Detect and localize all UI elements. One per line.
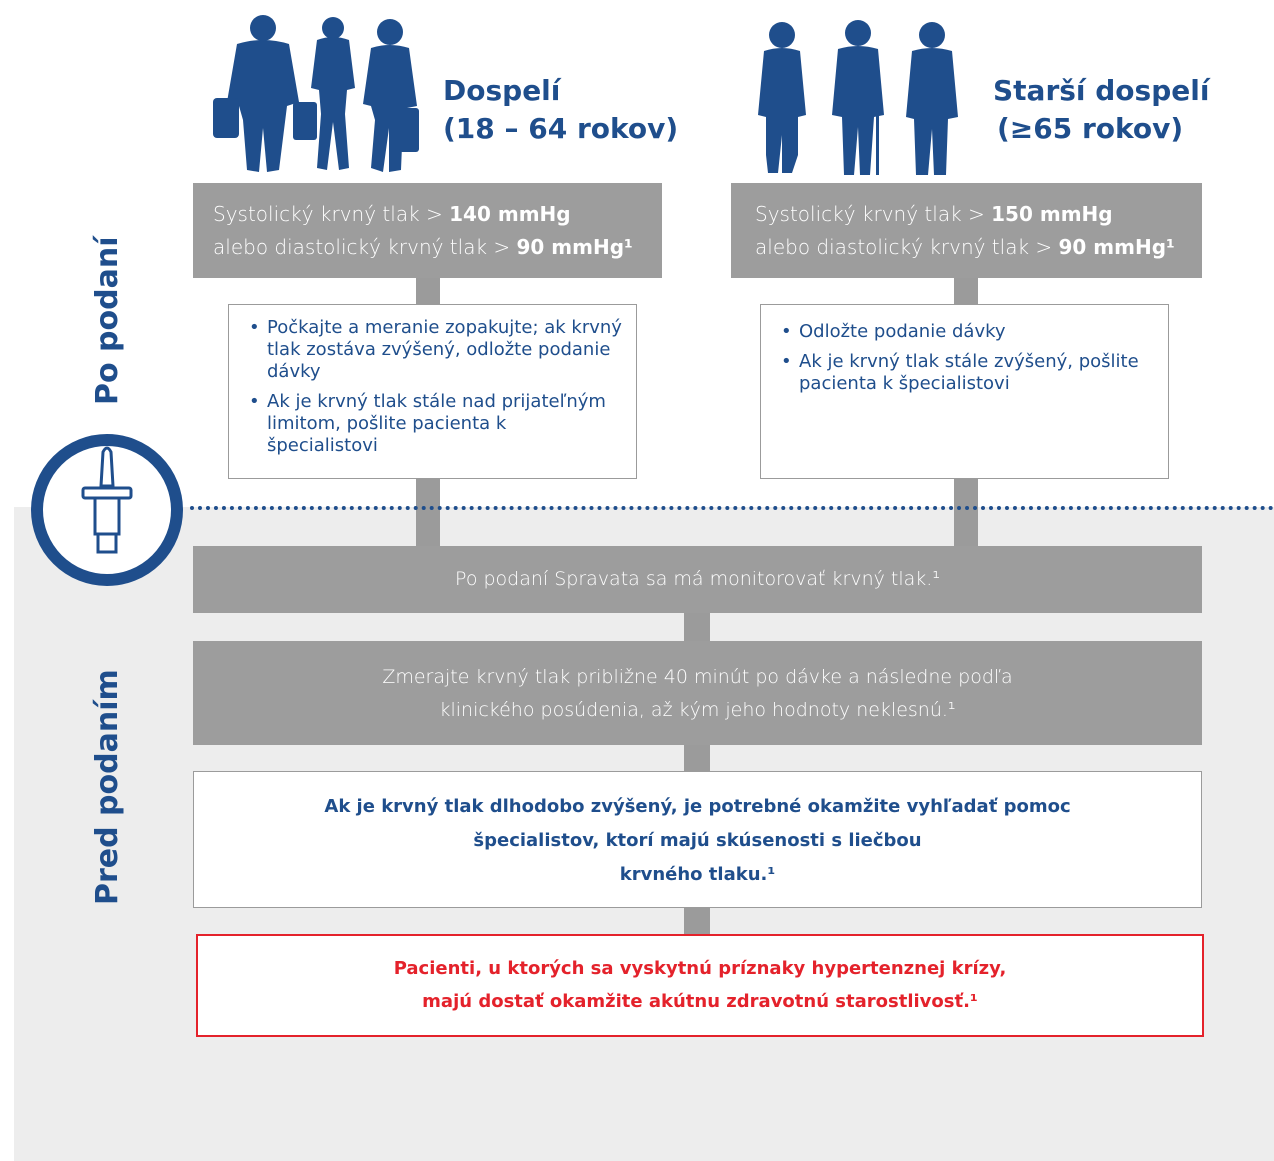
specialist-text-line1: Ak je krvný tlak dlhodobo zvýšený, je po… xyxy=(324,796,1071,817)
specialist-text-line3: krvného tlaku.¹ xyxy=(619,864,776,885)
people-adults-icon xyxy=(213,15,419,172)
threshold-elderly-diastolic-value: 90 mmHg¹ xyxy=(1058,235,1175,259)
connector-mid-2 xyxy=(684,744,710,772)
group-title-elderly: Starší dospelí (≥65 rokov) xyxy=(993,72,1253,148)
side-label-before: Pred podaním xyxy=(90,669,125,905)
side-label-after: Po podaní xyxy=(90,236,125,406)
threshold-elderly-line1-prefix: Systolický krvný tlak > xyxy=(755,202,992,226)
threshold-adults-systolic-value: 140 mmHg xyxy=(449,202,571,226)
measure-text: Zmerajte krvný tlak približne 40 minút p… xyxy=(382,666,1013,721)
threshold-elderly-line2-prefix: alebo diastolický krvný tlak > xyxy=(755,235,1059,259)
threshold-adults-line1-prefix: Systolický krvný tlak > xyxy=(213,202,450,226)
threshold-elderly-systolic-value: 150 mmHg xyxy=(991,202,1113,226)
list-item: •Ak je krvný tlak stále nad prijateľným … xyxy=(249,391,606,456)
action-box-adults: •Počkajte a meranie zopakujte; ak krvný … xyxy=(228,304,637,479)
threshold-box-elderly: Systolický krvný tlak > 150 mmHg alebo d… xyxy=(731,183,1202,278)
group-title-adults-line1: Dospelí xyxy=(443,74,561,107)
specialist-box: Ak je krvný tlak dlhodobo zvýšený, je po… xyxy=(193,771,1202,908)
group-title-adults-line2: (18 – 64 rokov) xyxy=(443,112,679,145)
group-title-elderly-line1: Starší dospelí xyxy=(993,74,1210,107)
people-elderly-icon xyxy=(758,20,958,175)
threshold-box-adults: Systolický krvný tlak > 140 mmHg alebo d… xyxy=(193,183,662,278)
monitor-box: Po podaní Spravata sa má monitorovať krv… xyxy=(193,546,1202,613)
monitor-text: Po podaní Spravata sa má monitorovať krv… xyxy=(455,568,940,590)
connector-mid-1 xyxy=(684,612,710,642)
crisis-text-line2: majú dostať okamžite akútnu zdravotnú st… xyxy=(422,991,978,1012)
threshold-adults-line2-prefix: alebo diastolický krvný tlak > xyxy=(213,235,517,259)
nasal-device-icon xyxy=(31,434,183,586)
connector-mid-3 xyxy=(684,907,710,935)
action-box-elderly: •Odložte podanie dávky •Ak je krvný tlak… xyxy=(760,304,1169,479)
crisis-text-line1: Pacienti, u ktorých sa vyskytnú príznaky… xyxy=(393,958,1007,979)
group-title-adults: Dospelí (18 – 64 rokov) xyxy=(443,72,703,148)
list-item: •Ak je krvný tlak stále zvýšený, pošlite… xyxy=(781,351,1139,394)
specialist-text-line2: špecialistov, ktorí majú skúsenosti s li… xyxy=(473,830,922,851)
measure-box: Zmerajte krvný tlak približne 40 minút p… xyxy=(193,641,1202,745)
dotted-separator xyxy=(190,506,1274,510)
action-list-adults: •Počkajte a meranie zopakujte; ak krvný … xyxy=(229,317,622,457)
action-list-elderly: •Odložte podanie dávky •Ak je krvný tlak… xyxy=(761,321,1154,395)
list-item: •Odložte podanie dávky xyxy=(781,321,1006,342)
crisis-box: Pacienti, u ktorých sa vyskytnú príznaky… xyxy=(196,934,1204,1037)
group-title-elderly-line2: (≥65 rokov) xyxy=(997,112,1184,145)
threshold-adults-diastolic-value: 90 mmHg¹ xyxy=(516,235,633,259)
list-item: •Počkajte a meranie zopakujte; ak krvný … xyxy=(249,317,622,382)
